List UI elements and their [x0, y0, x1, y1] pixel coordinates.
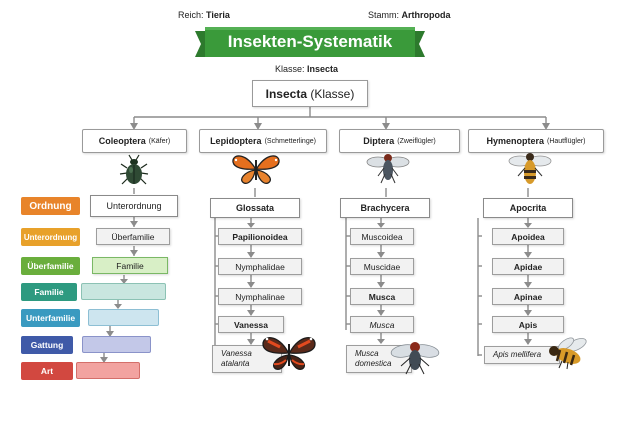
legend-label: Gattung — [30, 340, 64, 350]
rank-label: Unterordnung — [106, 201, 162, 211]
order-lepidoptera: Lepidoptera(Schmetterlinge) — [199, 129, 327, 153]
lepidoptera-nymphalinae: Nymphalinae — [218, 288, 302, 305]
rank-label: Familie — [116, 260, 144, 271]
species-epithet: domestica — [355, 359, 392, 368]
order-de: (Zweiflügler) — [397, 137, 436, 145]
fly-icon — [366, 154, 410, 184]
species-epithet: atalanta — [221, 359, 250, 368]
order-name: Coleoptera — [98, 136, 146, 146]
hymenoptera-apidae: Apidae — [492, 258, 564, 275]
order-de: (Käfer) — [148, 137, 171, 145]
housefly-icon — [390, 342, 440, 375]
legend-ordnung: Ordnung — [21, 197, 80, 215]
diptera-muscidae: Muscidae — [350, 258, 414, 275]
coleoptera-unterordnung: Unterordnung — [90, 195, 178, 217]
rank-label: Überfamilie — [111, 231, 155, 242]
butterfly-icon — [232, 155, 280, 184]
rank-label: Papilionoidea — [232, 231, 288, 242]
order-name: Lepidoptera — [210, 136, 262, 146]
beetle-icon — [119, 154, 149, 185]
legend-label: Überfamilie — [27, 261, 74, 271]
placeholder-art-box — [82, 336, 151, 353]
hymenoptera-apoidea: Apoidea — [492, 228, 564, 245]
species-genus: Vanessa — [221, 349, 252, 358]
legend-unterordnung: Unterordnung — [21, 228, 80, 246]
order-name: Hymenoptera — [486, 136, 544, 146]
rank-label: Nymphalinae — [235, 291, 285, 302]
root-name: Insecta — [265, 86, 307, 101]
rank-label: Brachycera — [360, 203, 410, 213]
rank-label: Glossata — [235, 203, 275, 213]
placeholder-species-box — [76, 362, 140, 379]
rank-label: Apinae — [513, 291, 543, 302]
order-hymenoptera: Hymenoptera(Hautflügler) — [468, 129, 604, 153]
placeholder-gattung-box — [88, 309, 159, 326]
legend-art: Art — [21, 362, 73, 380]
rank-label: Muscoidea — [361, 231, 403, 242]
legend-familie: Familie — [21, 283, 77, 301]
legend-gattung: Gattung — [21, 336, 73, 354]
legend-ueberfamilie: Überfamilie — [21, 257, 80, 275]
banner-shape — [195, 27, 425, 57]
order-name: Diptera — [363, 136, 395, 146]
legend-label: Unterfamilie — [25, 313, 76, 323]
reich-label: Reich: Tieria — [178, 10, 230, 20]
lepidoptera-papilionoidea: Papilionoidea — [218, 228, 302, 245]
hymenoptera-apinae: Apinae — [492, 288, 564, 305]
coleoptera-ueberfamilie: Überfamilie — [96, 228, 170, 245]
rank-label: Musca — [368, 291, 396, 302]
hymenoptera-apis: Apis — [492, 316, 564, 333]
diptera-brachycera: Brachycera — [340, 198, 430, 218]
bee-icon — [508, 153, 552, 184]
rank-label: Apocrita — [509, 203, 547, 213]
species-name: Apis mellifera — [493, 350, 542, 359]
species-apis-mellifera: Apis mellifera — [484, 346, 560, 364]
hymenoptera-apocrita: Apocrita — [483, 198, 573, 218]
root-rank: (Klasse) — [310, 86, 355, 101]
rank-label: Vanessa — [233, 319, 269, 330]
lepidoptera-vanessa: Vanessa — [218, 316, 284, 333]
legend-label: Ordnung — [29, 200, 72, 212]
rank-label: Musca — [369, 319, 395, 330]
root-insecta: Insecta (Klasse) — [252, 80, 368, 107]
legend-label: Art — [40, 366, 54, 376]
order-diptera: Diptera(Zweiflügler) — [339, 129, 460, 153]
diptera-musca-genus: Musca — [350, 288, 414, 305]
order-de: (Hautflügler) — [547, 137, 586, 145]
order-coleoptera: Coleoptera(Käfer) — [82, 129, 187, 153]
rank-label: Apoidea — [511, 231, 545, 242]
legend-label: Unterordnung — [23, 232, 78, 242]
klasse-label: Klasse: Insecta — [275, 64, 339, 74]
title-banner: Insekten-Systematik — [195, 25, 425, 61]
red-admiral-icon — [262, 337, 316, 370]
rank-label: Apis — [518, 319, 538, 330]
diptera-muscoidea: Muscoidea — [350, 228, 414, 245]
diptera-musca: Musca — [350, 316, 414, 333]
rank-label: Nymphalidae — [235, 261, 285, 272]
legend-unterfamilie: Unterfamilie — [21, 309, 80, 327]
honeybee-icon — [549, 337, 587, 370]
banner-title: Insekten-Systematik — [227, 32, 393, 51]
placeholder-unterfamilie-box — [81, 283, 166, 300]
species-genus: Musca — [355, 349, 379, 358]
rank-label: Apidae — [513, 261, 543, 272]
lepidoptera-glossata: Glossata — [210, 198, 300, 218]
rank-label: Muscidae — [363, 261, 401, 272]
stamm-label: Stamm: Arthropoda — [368, 10, 451, 20]
legend-label: Familie — [34, 287, 64, 297]
coleoptera-familie: Familie — [92, 257, 168, 274]
order-de: (Schmetterlinge) — [264, 137, 316, 145]
lepidoptera-nymphalidae: Nymphalidae — [218, 258, 302, 275]
